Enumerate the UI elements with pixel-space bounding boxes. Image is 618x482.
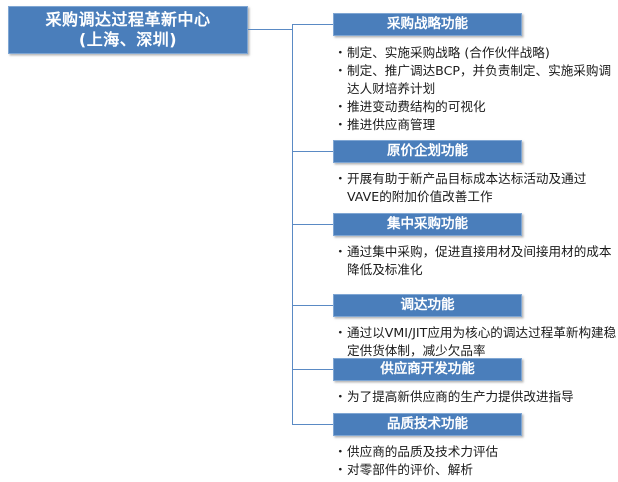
bullet-item: 对零部件的评价、解析 — [334, 461, 618, 479]
branch-header-procurement-logistics[interactable]: 调达功能 — [333, 294, 522, 317]
bullet-item: 通过以VMI/JIT应用为核心的调达过程革新构建稳定供货体制，减少欠品率 — [334, 324, 618, 360]
branch-header-cost-planning[interactable]: 原价企划功能 — [333, 140, 522, 163]
branch-title-2: 原价企划功能 — [387, 143, 468, 160]
bullet-item: 推进供应商管理 — [334, 116, 618, 134]
connector-branch-4 — [292, 305, 334, 306]
branch-bullets-cost-planning: 开展有助于新产品目标成本达标活动及通过VAVE的附加价值改善工作 — [334, 170, 618, 206]
branch-bullets-quality-technology: 供应商的品质及技术力评估 对零部件的评价、解析 — [334, 443, 618, 479]
connector-branch-5 — [292, 369, 334, 370]
connector-branch-2 — [292, 151, 334, 152]
branch-title-4: 调达功能 — [400, 297, 455, 314]
bullet-item: 开展有助于新产品目标成本达标活动及通过VAVE的附加价值改善工作 — [334, 170, 618, 206]
connector-branch-1 — [292, 24, 334, 25]
branch-bullets-procurement-strategy: 制定、实施采购战略 (合作伙伴战略) 制定、推广调达BCP，并负责制定、实施采购… — [334, 44, 618, 134]
connector-root-horizontal — [248, 29, 293, 30]
branch-title-1: 采购战略功能 — [387, 16, 468, 33]
bullet-item: 供应商的品质及技术力评估 — [334, 443, 618, 461]
bullet-item: 为了提高新供应商的生产力提供改进指导 — [334, 388, 618, 406]
branch-bullets-supplier-development: 为了提高新供应商的生产力提供改进指导 — [334, 388, 618, 406]
root-node-title-line1: 采购调达过程革新中心 — [45, 10, 211, 29]
connector-branch-6 — [292, 424, 334, 425]
branch-bullets-procurement-logistics: 通过以VMI/JIT应用为核心的调达过程革新构建稳定供货体制，减少欠品率 — [334, 324, 618, 360]
bullet-item: 制定、实施采购战略 (合作伙伴战略) — [334, 44, 618, 62]
bullet-item: 推进变动费结构的可视化 — [334, 98, 618, 116]
root-node-title-line2: (上海、深圳) — [78, 30, 178, 49]
root-node-procurement-center[interactable]: 采购调达过程革新中心 (上海、深圳) — [8, 6, 248, 54]
branch-header-procurement-strategy[interactable]: 采购战略功能 — [333, 13, 522, 36]
bullet-item: 制定、推广调达BCP，并负责制定、实施采购调达人财培养计划 — [334, 62, 618, 98]
branch-bullets-centralized-purchasing: 通过集中采购，促进直接用材及间接用材的成本降低及标准化 — [334, 243, 618, 279]
branch-title-3: 集中采购功能 — [387, 216, 468, 233]
branch-header-supplier-development[interactable]: 供应商开发功能 — [333, 358, 522, 381]
bullet-item: 通过集中采购，促进直接用材及间接用材的成本降低及标准化 — [334, 243, 618, 279]
branch-header-quality-technology[interactable]: 品质技术功能 — [333, 413, 522, 436]
connector-branch-3 — [292, 224, 334, 225]
branch-header-centralized-purchasing[interactable]: 集中采购功能 — [333, 213, 522, 236]
branch-title-6: 品质技术功能 — [387, 416, 468, 433]
branch-title-5: 供应商开发功能 — [380, 361, 475, 378]
